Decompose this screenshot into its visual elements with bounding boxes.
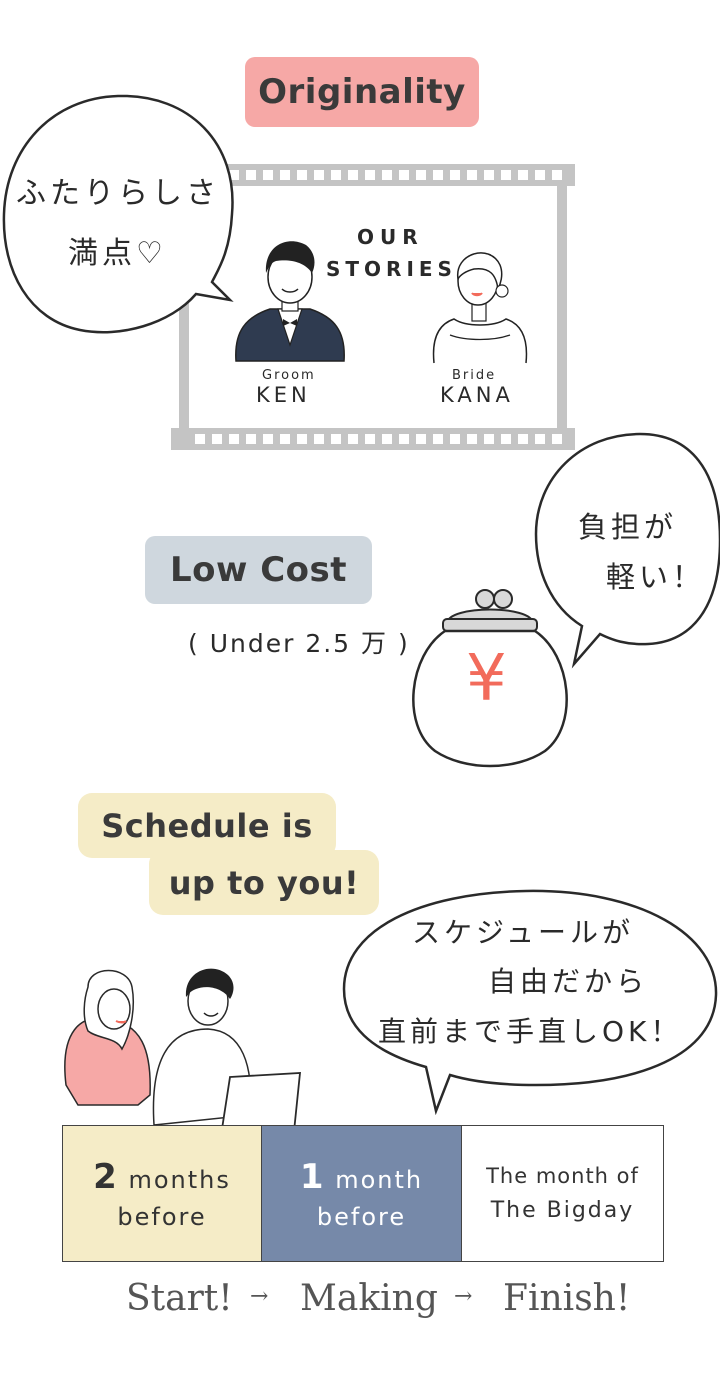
film-sprocket-hole	[280, 170, 290, 180]
low-cost-price-note: ( Under 2.5 万 )	[188, 629, 410, 658]
step-arrow-1: →	[250, 1284, 269, 1309]
schedule-label-line2: up to you!	[149, 850, 379, 915]
speech-bubble-originality	[2, 94, 234, 334]
film-sprocket-hole	[246, 434, 256, 444]
film-sprocket-hole	[348, 434, 358, 444]
film-sprocket-hole	[535, 434, 545, 444]
timeline-1-num: 1	[299, 1156, 326, 1197]
timeline-2-num: 2	[93, 1156, 119, 1197]
film-sprocket-hole	[450, 170, 460, 180]
timeline-cell-1-month: 1 month before	[262, 1125, 462, 1262]
film-sprocket-hole	[263, 170, 273, 180]
speech-bubble-schedule	[342, 889, 718, 1115]
film-sprocket-hole	[229, 434, 239, 444]
originality-bubble-line2: 満点♡	[68, 236, 167, 271]
film-sprocket-hole	[348, 170, 358, 180]
film-sprocket-hole	[331, 170, 341, 180]
timeline-2-unit: months	[128, 1165, 231, 1194]
film-sprocket-hole	[297, 434, 307, 444]
timeline-bigday-line2: The Bigday	[490, 1198, 635, 1223]
film-sprocket-hole	[382, 170, 392, 180]
bride-name: KANA	[440, 383, 514, 407]
film-sprocket-hole	[484, 170, 494, 180]
schedule-bubble-line1: スケジュールが	[412, 916, 635, 949]
groom-role: Groom	[262, 368, 316, 383]
groom-illustration	[235, 241, 345, 362]
bride-illustration	[432, 252, 528, 364]
film-sprocket-hole	[467, 434, 477, 444]
film-sprocket-hole	[501, 170, 511, 180]
film-sprocket-hole	[280, 434, 290, 444]
timeline-cell-2-months: 2 months before	[62, 1125, 262, 1262]
schedule-label-line1: Schedule is	[78, 793, 336, 858]
film-our-text: OUR	[357, 225, 424, 249]
schedule-bubble-line3: 直前まで手直しOK！	[378, 1015, 683, 1048]
film-sprocket-hole	[518, 170, 528, 180]
film-sprocket-hole	[365, 170, 375, 180]
timeline-1-after: before	[316, 1202, 407, 1231]
low-cost-bubble-line2: 軽い！	[606, 560, 706, 594]
step-finish: Finish!	[503, 1278, 631, 1319]
low-cost-bubble-line1: 負担が	[578, 510, 678, 544]
film-sprocket-hole	[450, 434, 460, 444]
film-sprocket-hole	[552, 170, 562, 180]
film-sprocket-hole	[399, 434, 409, 444]
film-sprocket-hole	[484, 434, 494, 444]
yen-symbol: ¥	[466, 642, 507, 716]
film-sprocket-hole	[331, 434, 341, 444]
schedule-bubble-line2: 自由だから	[488, 965, 649, 998]
speech-bubble-low-cost	[534, 432, 720, 669]
film-sprocket-hole	[365, 434, 375, 444]
timeline-bigday-line1: The month of	[486, 1164, 639, 1188]
film-sprocket-hole	[297, 170, 307, 180]
step-arrow-2: →	[454, 1284, 473, 1309]
film-sprocket-hole	[552, 434, 562, 444]
film-sprocket-hole	[535, 170, 545, 180]
timeline-2-after: before	[117, 1202, 207, 1231]
film-sprocket-hole	[399, 170, 409, 180]
film-stories-text: STORIES	[326, 257, 457, 281]
film-sprocket-hole	[501, 434, 511, 444]
film-sprocket-hole	[246, 170, 256, 180]
film-sprocket-hole	[382, 434, 392, 444]
film-sprocket-hole	[229, 170, 239, 180]
couple-laptop-illustration	[64, 968, 302, 1140]
film-sprocket-hole	[263, 434, 273, 444]
film-sprocket-hole	[314, 434, 324, 444]
film-sprocket-hole	[416, 434, 426, 444]
bride-role: Bride	[452, 368, 497, 383]
low-cost-label: Low Cost	[145, 536, 372, 604]
film-sprocket-hole	[518, 434, 528, 444]
groom-name: KEN	[256, 383, 311, 407]
timeline-1-unit: month	[335, 1165, 424, 1194]
step-start: Start!	[126, 1278, 233, 1319]
film-strip-frame	[171, 164, 575, 450]
timeline-cell-bigday: The month of The Bigday	[462, 1125, 664, 1262]
film-sprocket-hole	[433, 434, 443, 444]
film-sprocket-hole	[195, 434, 205, 444]
step-making: Making	[300, 1278, 438, 1319]
originality-label: Originality	[245, 57, 479, 127]
film-sprocket-hole	[314, 170, 324, 180]
originality-bubble-line1: ふたりらしさ	[16, 176, 220, 211]
film-sprocket-hole	[416, 170, 426, 180]
film-sprocket-hole	[467, 170, 477, 180]
film-sprocket-hole	[433, 170, 443, 180]
coin-purse-illustration	[412, 589, 568, 768]
film-sprocket-hole	[212, 434, 222, 444]
